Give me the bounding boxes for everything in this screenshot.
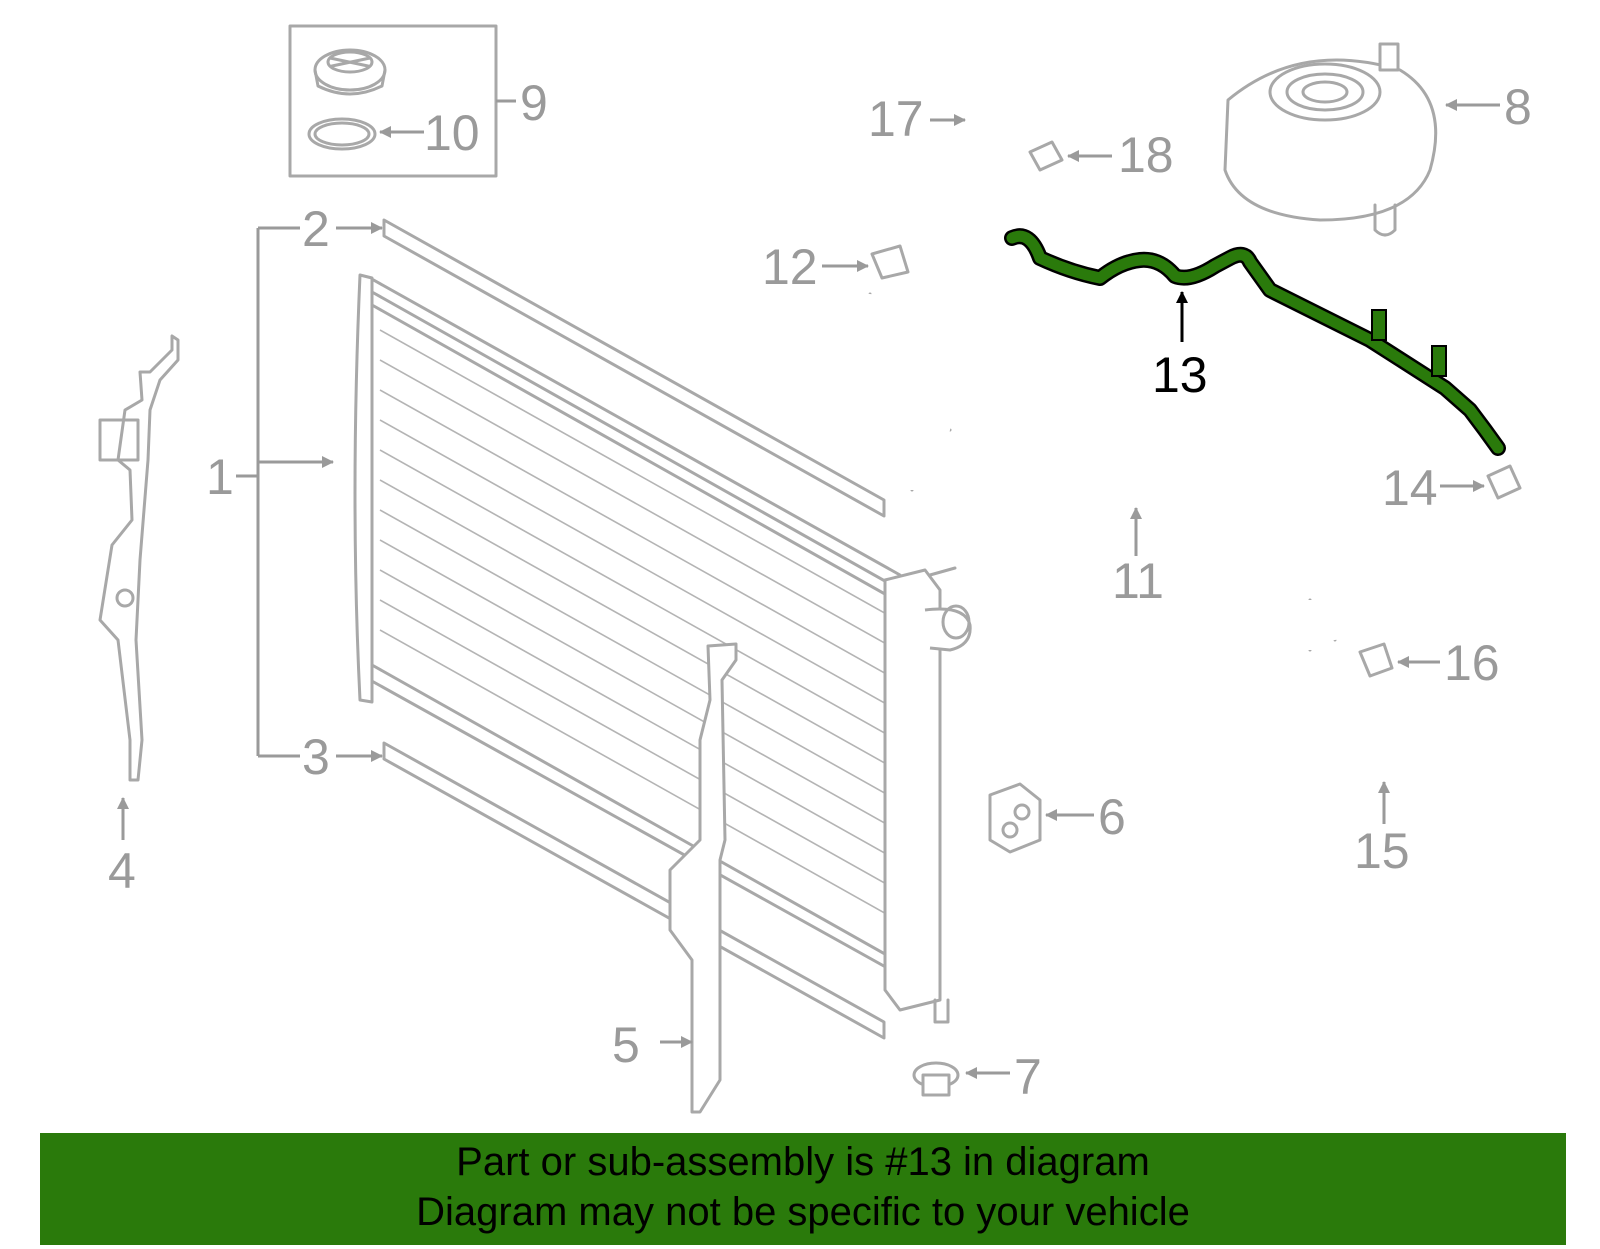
- highlighted-coolant-hose-13: [1004, 228, 1506, 456]
- callout-17: 17: [868, 91, 924, 147]
- hose-clamp-16: [1358, 642, 1440, 678]
- callout-5: 5: [612, 1017, 640, 1073]
- radiator-cap: [313, 48, 387, 96]
- callout-2: 2: [302, 201, 330, 257]
- radiator: [353, 273, 972, 1024]
- small-hose: [1373, 693, 1417, 824]
- radiator-bracket-lines: [236, 226, 334, 758]
- left-air-deflector: [98, 334, 180, 840]
- radiator-mount: [988, 782, 1094, 854]
- callout-7: 7: [1014, 1049, 1042, 1105]
- coolant-reservoir: [1223, 42, 1500, 237]
- callout-6: 6: [1098, 789, 1126, 845]
- callout-15: 15: [1354, 823, 1410, 879]
- callout-4: 4: [108, 843, 136, 899]
- hose-clamp-12: [822, 244, 910, 280]
- coolant-pipe: [862, 292, 1339, 652]
- callout-1: 1: [206, 449, 234, 505]
- callout-14: 14: [1382, 460, 1438, 516]
- callout-8: 8: [1504, 79, 1532, 135]
- callout-3: 3: [302, 729, 330, 785]
- callout-12: 12: [762, 239, 818, 295]
- callout-10: 10: [424, 105, 480, 161]
- upper-seal-strip: [382, 218, 886, 518]
- callout-16: 16: [1444, 635, 1500, 691]
- callout-11: 11: [1112, 553, 1164, 609]
- banner-line-1: Part or sub-assembly is #13 in diagram: [456, 1140, 1150, 1184]
- right-air-deflector: [660, 642, 738, 1114]
- drain-plug: [912, 1061, 1010, 1097]
- cap-seal-ring: [307, 117, 377, 151]
- banner-line-2: Diagram may not be specific to your vehi…: [416, 1190, 1190, 1234]
- cap-kit-box: [288, 24, 516, 178]
- part-info-banner: Part or sub-assembly is #13 in diagram D…: [40, 1133, 1566, 1245]
- hose-clamp-14: [1440, 464, 1522, 500]
- callout-13: 13: [1152, 347, 1208, 403]
- hose-clamp-18: [1028, 140, 1112, 172]
- callout-9: 9: [520, 75, 548, 131]
- upper-hose: [882, 77, 1103, 248]
- callout-18: 18: [1118, 127, 1174, 183]
- radiator-fins: [379, 329, 891, 917]
